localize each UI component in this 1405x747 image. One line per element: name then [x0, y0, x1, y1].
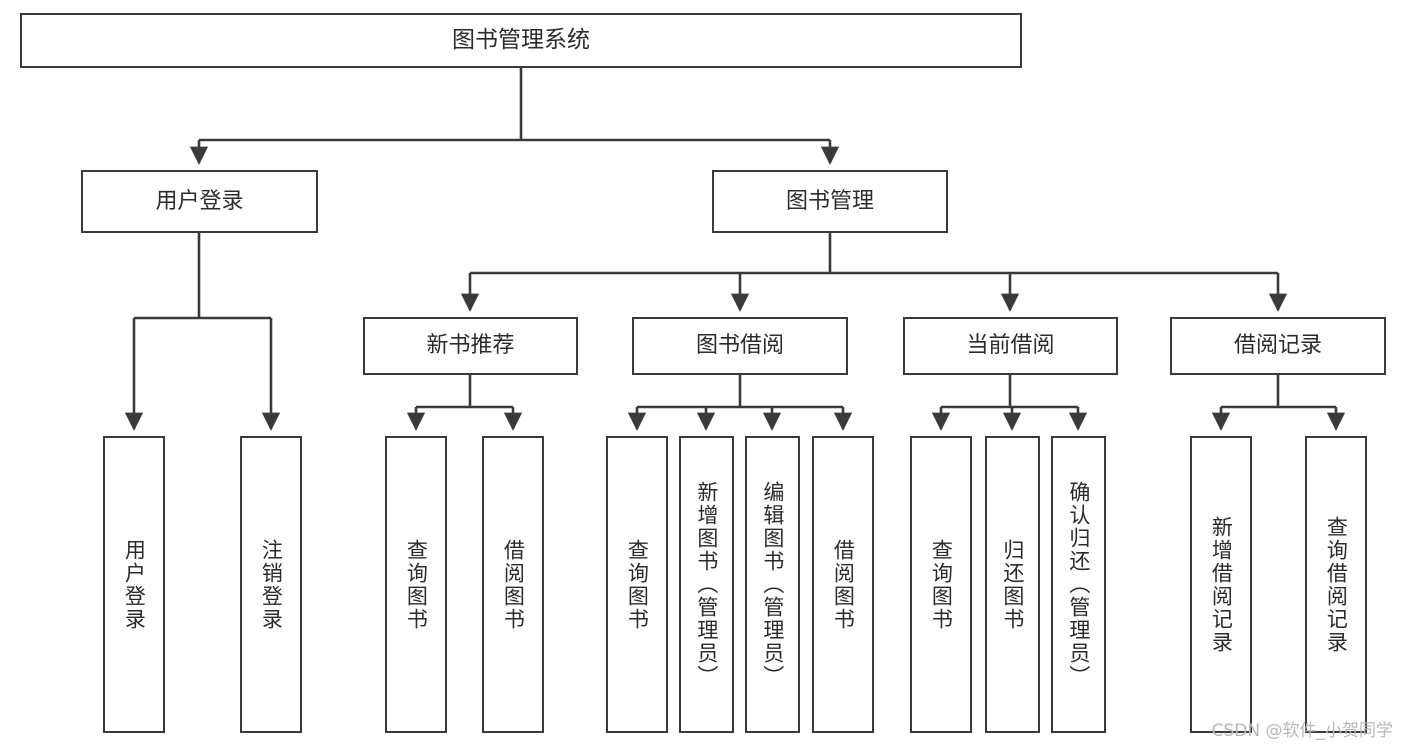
node-new-book-rec-label: 新书推荐: [426, 333, 515, 359]
node-leaf-add-record[interactable]: 新增借阅记录: [1190, 436, 1252, 733]
node-leaf-confirm-return-label: 确认归还（管理员）: [1066, 481, 1091, 688]
node-leaf-query-book-rec-label: 查询图书: [404, 538, 429, 631]
node-leaf-query-record-label: 查询借阅记录: [1324, 515, 1349, 654]
node-leaf-borrow-book-rec[interactable]: 借阅图书: [482, 436, 544, 733]
node-leaf-query-book-cur-label: 查询图书: [929, 538, 954, 631]
node-leaf-edit-book[interactable]: 编辑图书（管理员）: [745, 436, 800, 733]
node-borrow-record-label: 借阅记录: [1233, 333, 1322, 359]
node-leaf-edit-book-label: 编辑图书（管理员）: [760, 481, 785, 688]
node-leaf-query-record[interactable]: 查询借阅记录: [1305, 436, 1367, 733]
node-leaf-confirm-return[interactable]: 确认归还（管理员）: [1051, 436, 1106, 733]
node-borrow-record[interactable]: 借阅记录: [1170, 317, 1386, 375]
node-leaf-add-record-label: 新增借阅记录: [1209, 515, 1234, 654]
node-book-borrow[interactable]: 图书借阅: [632, 317, 848, 375]
node-user-login-label: 用户登录: [155, 188, 244, 214]
node-leaf-query-book-brw[interactable]: 查询图书: [606, 436, 668, 733]
node-leaf-return-book-label: 归还图书: [1000, 538, 1025, 631]
node-leaf-return-book[interactable]: 归还图书: [985, 436, 1040, 733]
node-root[interactable]: 图书管理系统: [20, 13, 1022, 68]
node-leaf-borrow-book-rec-label: 借阅图书: [501, 538, 526, 631]
node-leaf-borrow-book-brw[interactable]: 借阅图书: [812, 436, 874, 733]
node-book-borrow-label: 图书借阅: [695, 333, 784, 359]
node-leaf-query-book-cur[interactable]: 查询图书: [910, 436, 972, 733]
node-leaf-add-book[interactable]: 新增图书（管理员）: [679, 436, 734, 733]
node-leaf-user-login[interactable]: 用户登录: [103, 436, 165, 733]
node-leaf-user-logout-label: 注销登录: [259, 538, 284, 631]
node-current-borrow-label: 当前借阅: [966, 333, 1055, 359]
node-leaf-add-book-label: 新增图书（管理员）: [694, 481, 719, 688]
node-leaf-borrow-book-brw-label: 借阅图书: [831, 538, 856, 631]
node-leaf-query-book-brw-label: 查询图书: [625, 538, 650, 631]
node-leaf-user-login-label: 用户登录: [122, 538, 147, 631]
node-new-book-rec[interactable]: 新书推荐: [363, 317, 578, 375]
node-user-login[interactable]: 用户登录: [81, 170, 318, 233]
node-book-manage-label: 图书管理: [785, 188, 874, 214]
node-book-manage[interactable]: 图书管理: [712, 170, 948, 233]
node-leaf-query-book-rec[interactable]: 查询图书: [385, 436, 447, 733]
node-leaf-user-logout[interactable]: 注销登录: [240, 436, 302, 733]
node-root-label: 图书管理系统: [452, 26, 590, 53]
node-current-borrow[interactable]: 当前借阅: [903, 317, 1118, 375]
